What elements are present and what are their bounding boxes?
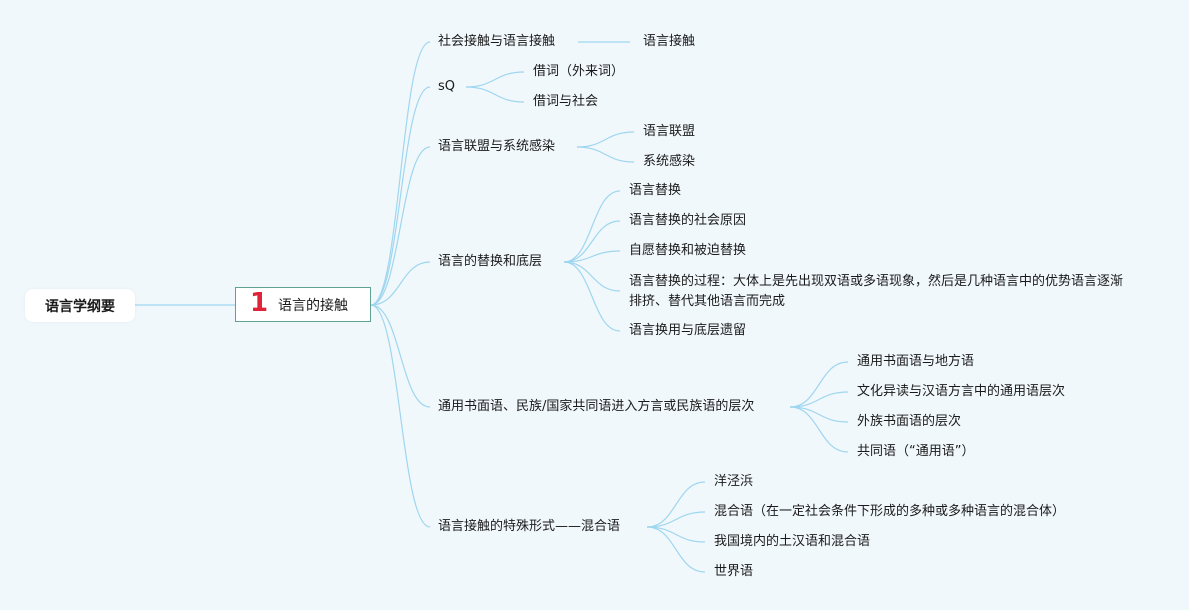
chapter-to-branch-link xyxy=(370,304,431,528)
leaf-node[interactable]: 外族书面语的层次 xyxy=(857,414,962,429)
branch-node[interactable]: sQ xyxy=(438,79,456,94)
leaf-node[interactable]: 语言替换 xyxy=(629,183,682,198)
branch-to-leaf-link xyxy=(646,511,706,528)
leaf-node[interactable]: 语言替换的过程：大体上是先出现双语或多语现象，然后是几种语言中的优势语言逐渐排挤… xyxy=(629,274,1124,309)
chapter-label: 语言的接触 xyxy=(278,297,348,314)
leaf-node[interactable]: 洋泾浜 xyxy=(714,474,754,489)
branch-to-leaf-link xyxy=(646,481,706,528)
root-label: 语言学纲要 xyxy=(45,298,115,315)
chapter-node[interactable]: 1 语言的接触 xyxy=(235,287,371,322)
branch-to-leaf-link xyxy=(563,250,621,263)
leaf-node[interactable]: 我国境内的土汉语和混合语 xyxy=(714,534,871,549)
branch-node[interactable]: 通用书面语、民族/国家共同语进入方言或民族语的层次 xyxy=(438,399,755,414)
branch-to-leaf-link xyxy=(563,190,621,263)
leaf-node[interactable]: 语言联盟 xyxy=(643,124,696,139)
root-node[interactable]: 语言学纲要 xyxy=(25,289,135,322)
branch-to-leaf-link xyxy=(465,71,525,88)
branch-to-leaf-link xyxy=(563,261,621,332)
leaf-node[interactable]: 借词与社会 xyxy=(533,94,599,109)
branch-node[interactable]: 语言联盟与系统感染 xyxy=(438,139,556,154)
chapter-to-branch-link xyxy=(370,41,431,306)
chapter-number: 1 xyxy=(249,288,269,318)
branch-node[interactable]: 语言接触的特殊形式——混合语 xyxy=(438,519,621,534)
leaf-node[interactable]: 世界语 xyxy=(714,564,754,579)
branch-to-leaf-link xyxy=(789,361,849,408)
chapter-to-branch-link xyxy=(370,304,431,408)
branch-to-leaf-link xyxy=(646,526,706,573)
branch-to-leaf-link xyxy=(789,406,849,453)
leaf-node[interactable]: 借词（外来词） xyxy=(533,64,625,79)
branch-to-leaf-link xyxy=(789,406,849,423)
branch-to-leaf-link xyxy=(576,131,635,148)
leaf-node[interactable]: 文化异读与汉语方言中的通用语层次 xyxy=(857,384,1066,399)
leaf-node[interactable]: 语言换用与底层遗留 xyxy=(629,323,747,338)
branch-to-leaf-link xyxy=(576,146,635,163)
branch-to-leaf-link xyxy=(646,526,706,543)
leaf-node[interactable]: 系统感染 xyxy=(643,154,696,169)
leaf-node[interactable]: 混合语（在一定社会条件下形成的多种或多种语言的混合体） xyxy=(714,504,1066,519)
branch-to-leaf-link xyxy=(563,220,621,263)
chapter-to-branch-link xyxy=(370,261,431,306)
leaf-node[interactable]: 语言接触 xyxy=(643,34,696,49)
branch-to-leaf-link xyxy=(789,391,849,408)
leaf-node[interactable]: 语言替换的社会原因 xyxy=(629,213,747,228)
leaf-node[interactable]: 共同语（“通用语”） xyxy=(857,444,975,459)
branch-to-leaf-link xyxy=(465,86,525,103)
branch-to-leaf-link xyxy=(563,261,621,292)
leaf-node[interactable]: 通用书面语与地方语 xyxy=(857,354,975,369)
chapter-to-branch-link xyxy=(370,86,431,306)
branch-node[interactable]: 社会接触与语言接触 xyxy=(438,34,556,49)
branch-node[interactable]: 语言的替换和底层 xyxy=(438,254,543,269)
leaf-node[interactable]: 自愿替换和被迫替换 xyxy=(629,243,747,258)
chapter-to-branch-link xyxy=(370,146,431,306)
